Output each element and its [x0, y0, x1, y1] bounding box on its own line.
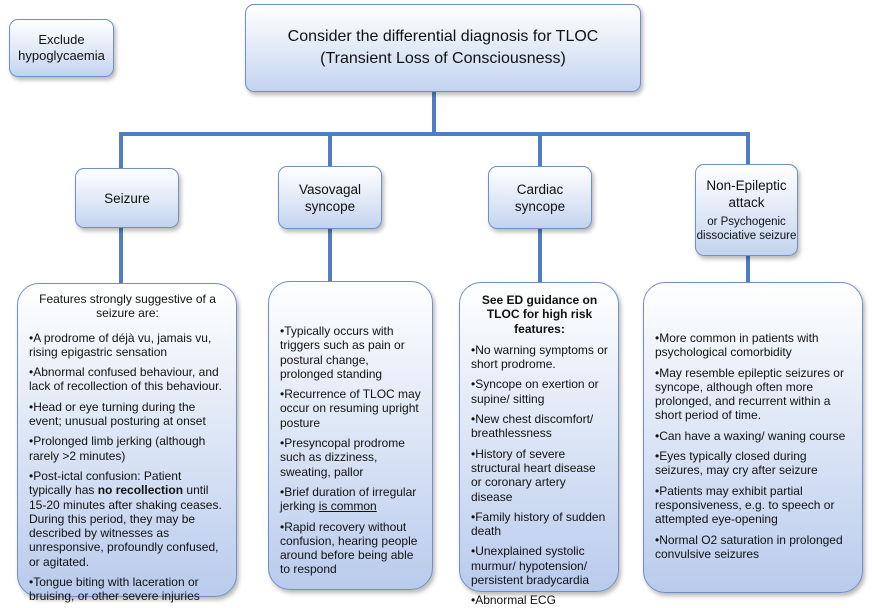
category-vasovagal-line1: Vasovagal — [298, 181, 362, 197]
list-item: •A prodrome of déjà vu, jamais vu, risin… — [29, 330, 212, 359]
exclude-line1: Exclude — [38, 32, 85, 47]
list-item: •Normal O2 saturation in prolonged convu… — [655, 532, 843, 561]
list-item: •Recurrence of TLOC may occur on resumin… — [280, 387, 421, 430]
list-item: •Can have a waxing/ waning course — [655, 428, 846, 443]
seizure-lead: Features strongly suggestive of a seizur… — [39, 292, 216, 321]
nea-feature-list: •More common in patients with psychologi… — [655, 331, 852, 561]
list-item: •Typically occurs with triggers such as … — [280, 324, 405, 381]
list-item: •More common in patients with psychologi… — [655, 331, 819, 360]
list-item: •Rapid recovery without confusion, heari… — [280, 519, 418, 577]
list-item: •May resemble epileptic seizures or sync… — [655, 365, 844, 423]
list-item: •Prolonged limb jerking (although rarely… — [29, 434, 206, 463]
connector-vasovagal-panel — [328, 228, 332, 282]
panel-non-epileptic-features: •More common in patients with psychologi… — [643, 282, 863, 593]
list-item: •Eyes typically closed during seizures, … — [655, 449, 818, 478]
exclude-hypoglycaemia-box: Exclude hypoglycaemia — [9, 19, 114, 77]
list-item: •Syncope on exertion or supine/ sitting — [471, 377, 599, 406]
category-cardiac-line2: syncope — [514, 198, 566, 214]
list-item: •Patients may exhibit partial responsive… — [655, 483, 835, 527]
list-item: •Head or eye turning during the event; u… — [29, 399, 206, 429]
exclude-line2: hypoglycaemia — [18, 48, 105, 63]
category-nea-line2: attack — [728, 195, 765, 210]
tloc-title-line1: Consider the differential diagnosis for … — [287, 28, 599, 45]
list-item: •Presyncopal prodrome such as dizziness,… — [280, 436, 405, 479]
connector-nea-panel — [746, 255, 750, 283]
category-nea-subtitle: or Psychogenic dissociative seizure — [696, 216, 797, 242]
connector-cardiac-panel — [538, 228, 542, 283]
vasovagal-feature-list: •Typically occurs with triggers such as … — [280, 324, 422, 577]
connector-seizure-panel — [119, 227, 123, 284]
tloc-title-line2: (Transient Loss of Consciousness) — [320, 50, 566, 67]
category-nea-line1: Non-Epileptic — [706, 178, 787, 193]
list-item: •No warning symptoms or short prodrome. — [471, 342, 608, 372]
cardiac-guidance-heading: See ED guidance on TLOC for high risk fe… — [481, 293, 598, 336]
category-cardiac: Cardiac syncope — [488, 166, 592, 229]
connector-cardiac — [538, 132, 542, 167]
list-item: •Abnormal confused behaviour, and lack o… — [29, 365, 222, 394]
list-item: •Abnormal ECG — [471, 593, 556, 608]
panel-vasovagal-features: •Typically occurs with triggers such as … — [268, 281, 433, 590]
list-item: •Tongue biting with laceration or bruisi… — [29, 575, 200, 604]
postictal-bold: no recollection — [97, 483, 184, 498]
tloc-title-box: Consider the differential diagnosis for … — [245, 4, 641, 92]
list-item-postictal: •Post-ictal confusion: Patient typically… — [29, 469, 226, 569]
list-item: •Family history of sudden death — [471, 509, 606, 539]
postictal-text-a: •Post-ictal confusion: Patient typically… — [29, 468, 182, 498]
postictal-text-b: until 15-20 minutes after shaking ceases… — [29, 483, 222, 569]
category-non-epileptic: Non-Epileptic attack or Psychogenic diss… — [695, 164, 798, 256]
brief-underlined: is common — [318, 499, 377, 514]
connector-trunk — [432, 92, 436, 134]
panel-cardiac-features: See ED guidance on TLOC for high risk fe… — [459, 282, 619, 607]
brief-text: •Brief duration of irregular jerking — [280, 484, 417, 514]
category-vasovagal: Vasovagal syncope — [278, 166, 382, 229]
connector-horizontal — [119, 132, 750, 136]
list-item: •History of severe structural heart dise… — [471, 446, 596, 504]
list-item: •Unexplained systolic murmur/ hypotensio… — [471, 544, 590, 588]
category-seizure-label: Seizure — [104, 190, 150, 206]
cardiac-feature-list: •No warning symptoms or short prodrome. … — [471, 343, 608, 608]
category-seizure: Seizure — [75, 168, 179, 228]
connector-seizure — [119, 132, 123, 169]
category-cardiac-line1: Cardiac — [516, 181, 564, 197]
connector-nea — [746, 132, 750, 165]
list-item: •New chest discomfort/ breathlessness — [471, 412, 594, 441]
panel-seizure-features: Features strongly suggestive of a seizur… — [17, 283, 237, 603]
list-item-brief-jerking: •Brief duration of irregular jerking is … — [280, 485, 422, 514]
connector-vasovagal — [328, 132, 332, 167]
category-vasovagal-line2: syncope — [304, 198, 356, 214]
seizure-feature-list: •A prodrome of déjà vu, jamais vu, risin… — [29, 331, 226, 604]
